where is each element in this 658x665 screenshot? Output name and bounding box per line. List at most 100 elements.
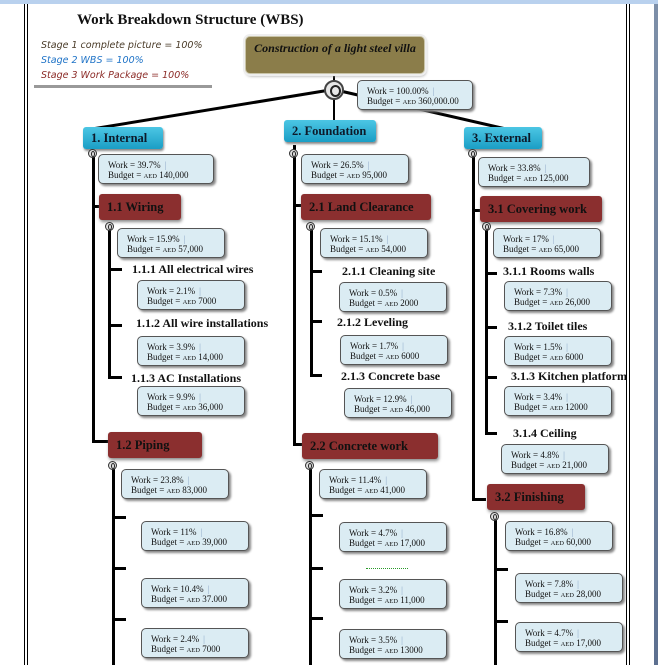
package-piping[interactable]: 1.2 Piping: [108, 432, 202, 458]
collapse-toggle-icon[interactable]: [490, 512, 499, 521]
tree-line: [92, 440, 110, 443]
info-box: Work = 15.1%| Budget = AED 54,000: [320, 228, 428, 258]
tree-line: [310, 270, 322, 273]
info-box: Work = 11%| Budget = AED 39,000: [141, 521, 249, 551]
info-box: Work = 3.2%| Budget = AED 11,000: [339, 579, 447, 609]
tree-line: [112, 516, 126, 519]
package-finishing[interactable]: 3.2 Finishing: [487, 484, 585, 510]
work-package-label: 1.1.2 All wire installations: [136, 316, 269, 330]
branch-foundation[interactable]: 2. Foundation: [284, 120, 376, 142]
tree-line: [485, 376, 497, 379]
tree-line: [309, 465, 312, 665]
root-node[interactable]: Construction of a light steel villa: [245, 36, 425, 74]
work-package-label: 1.1.3 AC Installations: [131, 371, 242, 385]
info-box: Work = 7.3%| Budget = AED 26,000: [504, 281, 612, 311]
tree-line: [485, 226, 488, 434]
spellcheck-underline: [366, 565, 408, 569]
info-box: Work = 4.7%| Budget = AED 17,000: [339, 522, 447, 552]
tree-line: [494, 515, 497, 665]
info-box: Work = 15.9%| Budget = AED 57,000: [117, 228, 225, 258]
collapse-toggle-icon[interactable]: [305, 461, 314, 470]
info-box: Work = 3.9%| Budget = AED 14,000: [137, 336, 245, 366]
tree-line: [309, 567, 323, 570]
info-box: Work = 2.1%| Budget = AED 7000: [137, 280, 245, 310]
branch-internal[interactable]: 1. Internal: [83, 127, 163, 149]
work-package-label: 3.1.1 Rooms walls: [503, 264, 595, 278]
tree-line: [108, 226, 111, 378]
info-box: Work = 1.7%| Budget = AED 6000: [340, 335, 448, 365]
info-box: Work = 12.9%| Budget = AED 46,000: [344, 388, 452, 418]
tree-line: [472, 498, 486, 501]
work-package-label: 3.1.2 Toilet tiles: [508, 319, 588, 333]
tree-line: [293, 145, 296, 445]
work-package-label: 2.1.1 Cleaning site: [342, 264, 436, 278]
package-wiring[interactable]: 1.1 Wiring: [99, 194, 181, 220]
tree-line: [309, 514, 323, 517]
window-scrollbar[interactable]: [654, 4, 658, 665]
tree-line: [310, 374, 322, 377]
legend-stage-1: Stage 1 complete picture = 100%: [41, 40, 203, 51]
connector-root-internal: [91, 88, 331, 131]
tree-line: [112, 618, 126, 621]
legend-divider: [34, 85, 212, 88]
tree-line: [112, 567, 126, 570]
diagram-title: Work Breakdown Structure (WBS): [77, 12, 304, 28]
collapse-toggle-icon[interactable]: [108, 461, 117, 470]
work-package-label: 1.1.1 All electrical wires: [132, 262, 254, 276]
collapse-toggle-icon[interactable]: [88, 149, 97, 158]
root-info-box: Work = 100.00%| Budget = AED 360,000.00: [357, 80, 473, 110]
tree-line: [472, 209, 484, 212]
tree-line: [293, 204, 303, 207]
info-box: Work = 16.8%| Budget = AED 60,000: [505, 521, 613, 551]
legend-stage-2: Stage 2 WBS = 100%: [41, 55, 144, 66]
collapse-toggle-icon[interactable]: [105, 222, 114, 231]
info-box: Work = 4.8%| Budget = AED 21,000: [501, 444, 609, 474]
tree-line: [293, 443, 305, 446]
tree-line: [485, 326, 497, 329]
info-box: Work = 0.5%| Budget = AED 2000: [339, 282, 447, 312]
tree-line: [472, 152, 475, 500]
info-box: Work = 11.4%| Budget = AED 41,000: [319, 469, 427, 499]
info-box: Work = 3.5%| Budget = AED 13000: [339, 629, 447, 659]
info-box: Work = 3.4%| Budget = AED 12000: [504, 386, 612, 416]
tree-line: [108, 268, 122, 271]
package-concrete-work[interactable]: 2.2 Concrete work: [302, 433, 438, 459]
package-land-clearance[interactable]: 2.1 Land Clearance: [301, 194, 431, 220]
legend-stage-3: Stage 3 Work Package = 100%: [41, 70, 190, 81]
tree-line: [108, 324, 122, 327]
tree-line: [92, 205, 104, 208]
page-border-right: [626, 4, 627, 665]
collapse-toggle-icon[interactable]: [468, 149, 477, 158]
collapse-toggle-icon[interactable]: [324, 80, 344, 100]
work-package-label: 3.1.3 Kitchen platform: [511, 369, 627, 383]
info-box: Work = 2.4%| Budget = AED 7000: [141, 628, 249, 658]
info-box: Work = 9.9%| Budget = AED 36,000: [137, 386, 245, 416]
collapse-toggle-icon[interactable]: [306, 222, 315, 231]
tree-line: [485, 272, 497, 275]
tree-line: [494, 568, 508, 571]
work-package-label: 2.1.3 Concrete base: [341, 369, 441, 383]
stage-legend: Stage 1 complete picture = 100% Stage 2 …: [41, 38, 202, 83]
collapse-toggle-icon[interactable]: [482, 222, 491, 231]
info-box: Work = 23.8%| Budget = AED 83,000: [121, 469, 229, 499]
tree-line: [310, 320, 322, 323]
info-box: Work = 17%| Budget = AED 65,000: [493, 228, 601, 258]
tree-line: [112, 464, 115, 665]
tree-line: [309, 617, 323, 620]
window-top-bar: [0, 0, 658, 4]
work-package-label: 3.1.4 Ceiling: [513, 426, 577, 440]
page-border-left: [24, 4, 25, 665]
info-box: Work = 4.7%| Budget = AED 17,000: [515, 622, 623, 652]
info-box: Work = 39.7%| Budget = AED 140,000: [98, 154, 214, 184]
info-box: Work = 10.4%| Budget = AED 37.000: [141, 578, 249, 608]
branch-external[interactable]: 3. External: [464, 127, 542, 149]
package-covering-work[interactable]: 3.1 Covering work: [480, 196, 602, 222]
info-box: Work = 33.8%| Budget = AED 125,000: [478, 157, 590, 187]
tree-line: [485, 432, 497, 435]
info-box: Work = 7.8%| Budget = AED 28,000: [515, 573, 623, 603]
work-package-label: 2.1.2 Leveling: [337, 315, 408, 329]
tree-line: [92, 152, 95, 442]
collapse-toggle-icon[interactable]: [289, 149, 298, 158]
info-box: Work = 1.5%| Budget = AED 6000: [504, 336, 612, 366]
tree-line: [108, 376, 122, 379]
